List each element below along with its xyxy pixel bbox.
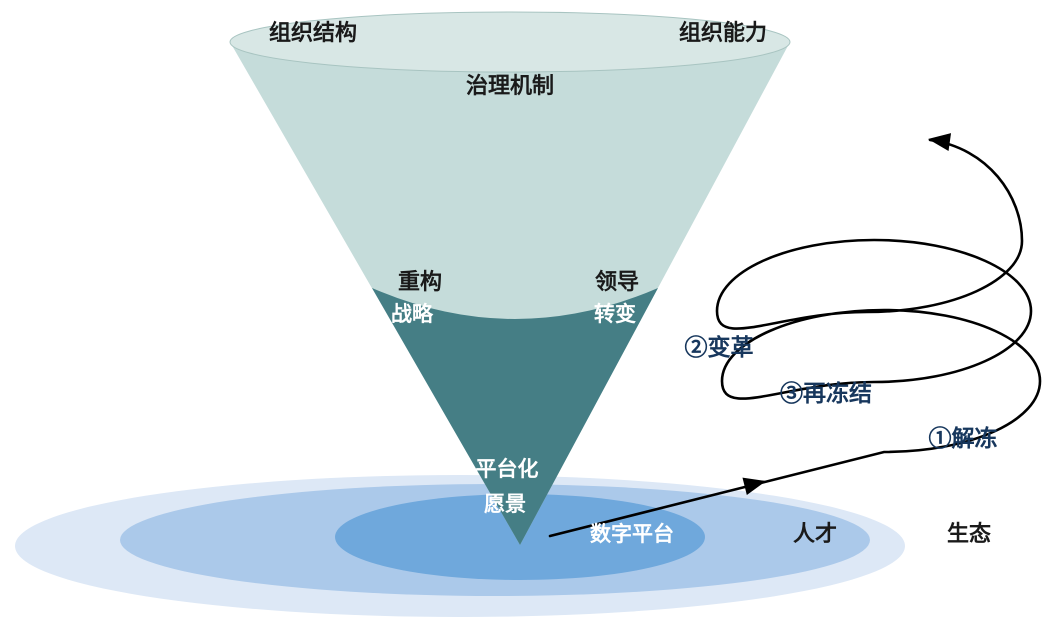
- label-step3-refreeze: ③再冻结: [780, 380, 872, 406]
- label-org-capability: 组织能力: [679, 20, 767, 45]
- spiral-arrowhead: [928, 133, 952, 151]
- label-digital-platform: 数字平台: [590, 522, 674, 546]
- label-vision-line2: 愿景: [484, 493, 526, 516]
- label-org-structure: 组织结构: [269, 20, 357, 45]
- label-ecosystem: 生态: [947, 521, 991, 546]
- cone-body: [230, 42, 790, 545]
- label-strategy: 战略: [391, 302, 434, 326]
- label-step2-change: ②变革: [685, 334, 754, 360]
- label-step1-unfreeze: ①解冻: [929, 425, 998, 451]
- change-spiral: [548, 138, 1042, 538]
- label-restructure: 重构: [398, 269, 442, 294]
- label-governance: 治理机制: [466, 73, 554, 98]
- label-vision-line1: 平台化: [476, 457, 539, 481]
- label-talent: 人才: [793, 521, 837, 546]
- cone-top-rim: [229, 11, 791, 73]
- label-transformation: 转变: [594, 302, 636, 326]
- label-leadership: 领导: [595, 269, 639, 294]
- cone-lower: [372, 288, 658, 545]
- unfreeze-arrowhead: [742, 477, 766, 496]
